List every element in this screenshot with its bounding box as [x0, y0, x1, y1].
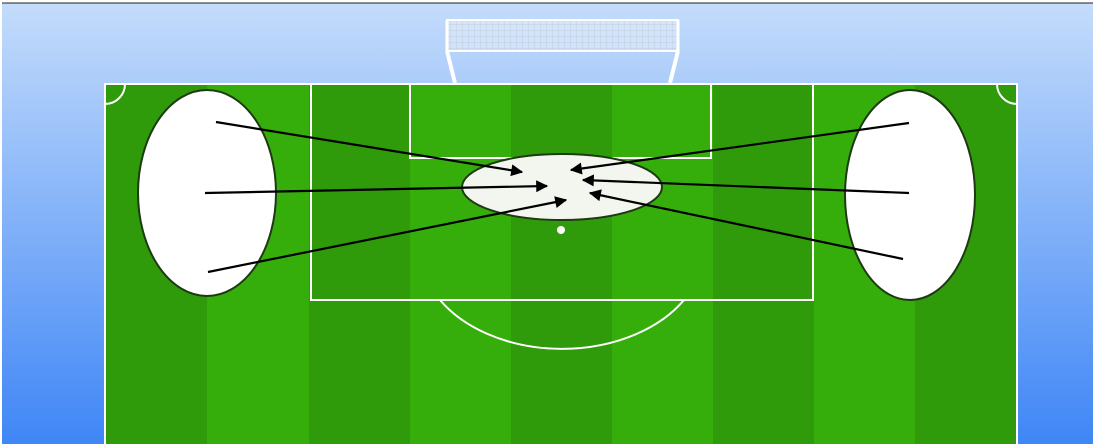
- grass-stripe: [410, 84, 511, 444]
- penalty-spot: [557, 226, 565, 234]
- grass-stripe: [511, 84, 612, 444]
- goal-net-shade: [447, 20, 678, 51]
- grass-stripe: [612, 84, 713, 444]
- grass-stripe: [309, 84, 410, 444]
- right-wide-zone: [845, 90, 975, 300]
